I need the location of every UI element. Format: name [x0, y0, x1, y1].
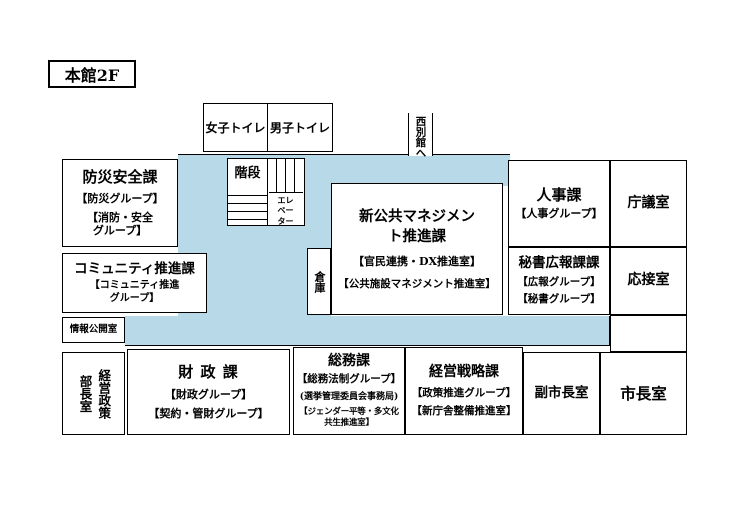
room-council: 庁議室 [610, 160, 687, 247]
room-new-public-management: 新公共マネジメン ト推進課 【官民連携・DX推進室】 【公共施設マネジメント推進… [331, 183, 503, 315]
room-name: 庁議室 [627, 194, 670, 211]
room-storage: 倉庫 [307, 248, 331, 315]
room-name: 総務課 [328, 353, 370, 370]
stairs-elevator-block: 階段 エレ ベー ター [227, 158, 305, 226]
room-mayor: 市長室 [600, 352, 687, 435]
room-name: 経営政策 部長室 [77, 368, 112, 419]
room-group: 【契約・管財グループ】 [148, 407, 269, 421]
room-management-strategy: 経営戦略課 【政策推進グループ】 【新庁舎整備推進室】 [405, 347, 523, 435]
room-name: 経営戦略課 [429, 364, 499, 381]
room-name: 秘書広報課課 [518, 255, 600, 272]
womens-toilet: 女子トイレ [204, 104, 268, 151]
room-finance: 財 政 課 【財政グループ】 【契約・管財グループ】 [127, 349, 290, 435]
elevator-label: エレ ベー ター [277, 195, 294, 226]
room-group: 【防災グループ】 [76, 191, 164, 205]
room-name: 副市長室 [534, 385, 589, 402]
passage-west-annex [408, 113, 433, 156]
stairs-divider-line [267, 159, 268, 225]
room-group: 【コミュニティ推進 グループ】 [89, 280, 180, 304]
room-name: 市長室 [620, 383, 667, 403]
room-reception: 応接室 [610, 247, 687, 315]
room-name: 財 政 課 [178, 362, 239, 381]
corridor-bottom [125, 316, 610, 346]
stair-step-line [228, 211, 267, 212]
room-group: 【広報グループ】 [517, 276, 601, 289]
room-unlabeled [610, 315, 687, 352]
stair-step-line [276, 159, 277, 192]
passage-west-annex-label: 西別館へ [405, 116, 436, 180]
room-group: 【公共施設マネジメント推進室】 [338, 277, 496, 290]
room-name: 情報公開室 [69, 324, 118, 336]
room-group: 【ジェンダー平等・多文化 共生推進室】 [299, 407, 399, 428]
room-group: 【総務法制グループ】 [296, 372, 402, 385]
room-name: コミュニティ推進課 [74, 260, 195, 277]
room-group: 【政策推進グループ】 [411, 386, 517, 399]
stair-step-line [285, 159, 286, 192]
mens-toilet: 男子トイレ [269, 121, 330, 135]
room-human-resources: 人事課 【人事グループ】 [508, 160, 610, 247]
room-group: 【秘書グループ】 [517, 293, 601, 306]
room-deputy-mayor: 副市長室 [523, 352, 600, 435]
room-group: 【官民連携・DX推進室】 [352, 255, 482, 269]
room-group: 【新庁舎整備推進室】 [411, 404, 517, 417]
stair-step-line [228, 203, 267, 204]
room-community-promotion: コミュニティ推進課 【コミュニティ推進 グループ】 [62, 253, 207, 313]
passage-west-annex-text: 西別館へ [414, 116, 427, 158]
room-secretary-public-relations: 秘書広報課課 【広報グループ】 【秘書グループ】 [508, 247, 610, 315]
room-info-disclosure: 情報公開室 [62, 317, 125, 343]
room-name: 倉庫 [313, 270, 326, 293]
stairs-label: 階段 [234, 166, 261, 181]
stair-step-line [228, 219, 267, 220]
room-group: 【人事グループ】 [515, 207, 603, 220]
stair-step-line [228, 195, 267, 196]
elevator-divider-line [268, 192, 303, 193]
floor-title: 本館2F [48, 60, 136, 88]
room-name: 応接室 [627, 272, 670, 289]
room-name: 新公共マネジメン ト推進課 [359, 208, 475, 245]
room-group: (選挙管理委員会事務局) [299, 392, 399, 403]
room-disaster-prevention-safety: 防災安全課 【防災グループ】 【消防・安全 グループ】 [62, 159, 178, 247]
room-name: 人事課 [536, 186, 582, 205]
room-general-affairs: 総務課 【総務法制グループ】 (選挙管理委員会事務局) 【ジェンダー平等・多文化… [293, 347, 405, 435]
room-group: 【消防・安全 グループ】 [87, 210, 153, 238]
room-group: 【財政グループ】 [164, 387, 253, 401]
room-management-policy-director: 経営政策 部長室 [62, 352, 125, 435]
room-name: 防災安全課 [82, 168, 158, 186]
toilet-block: 女子トイレ 男子トイレ [203, 103, 333, 152]
stair-step-line [294, 159, 295, 192]
